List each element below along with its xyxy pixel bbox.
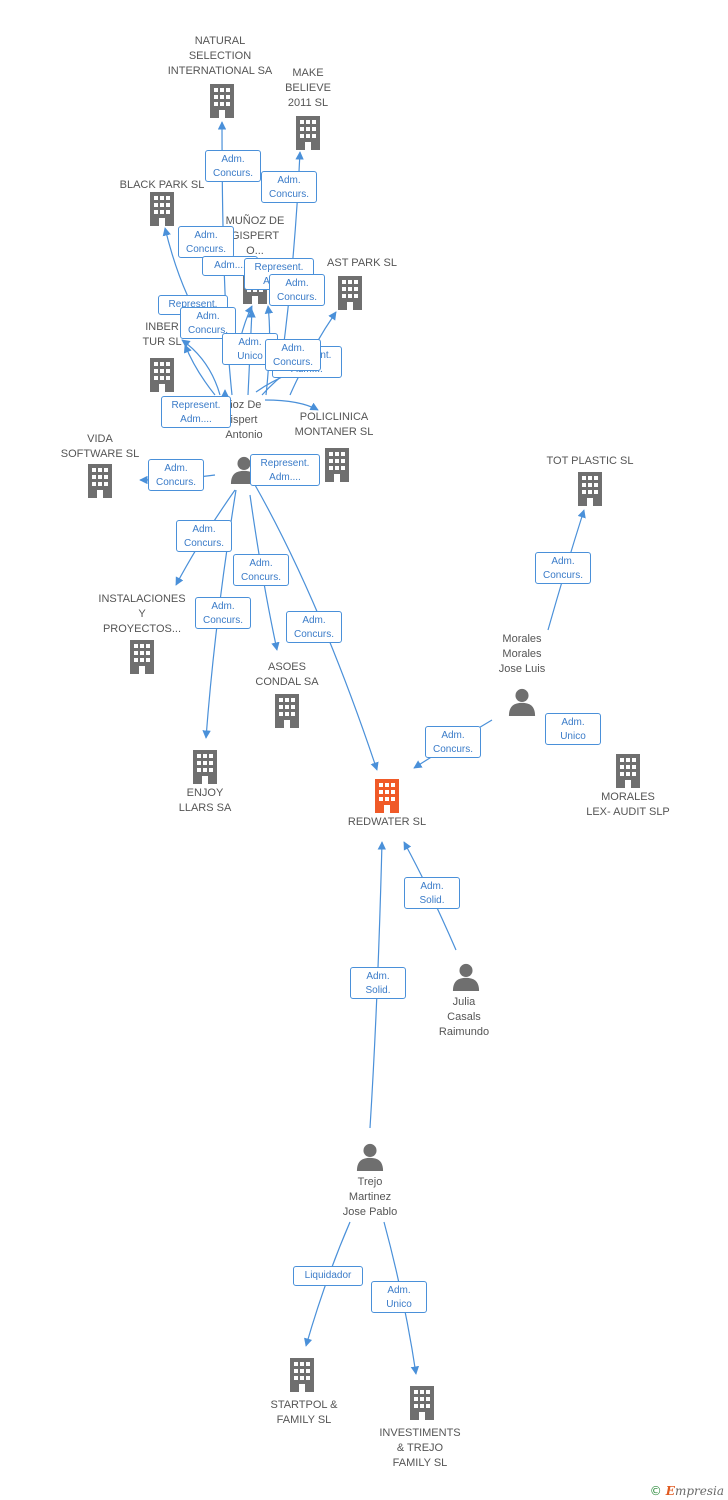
node-label-investments[interactable]: INVESTIMENTS & TREJO FAMILY SL <box>379 1427 461 1469</box>
node-label-startpol[interactable]: STARTPOL & FAMILY SL <box>270 1399 338 1426</box>
person-icon[interactable] <box>452 963 480 991</box>
node-label-munoz_co[interactable]: MUÑOZ DE GISPERT O... <box>225 215 285 257</box>
company-building-icon[interactable] <box>210 84 234 118</box>
node-label-asoes[interactable]: ASOES CONDAL SA <box>255 661 319 688</box>
company-building-icon[interactable] <box>88 464 112 498</box>
person-icon[interactable] <box>356 1143 384 1171</box>
edge-munoz_p-to-inber <box>183 344 216 396</box>
edge-label[interactable]: Adm. Unico <box>371 1281 427 1313</box>
node-label-trejo[interactable]: Trejo Martinez Jose Pablo <box>342 1176 398 1218</box>
company-building-icon[interactable] <box>296 116 320 150</box>
edge-label[interactable]: Adm. Unico <box>545 713 601 745</box>
node-label-inber[interactable]: INBER TUR SL <box>142 321 182 348</box>
edge-label[interactable]: Adm. Concurs. <box>176 520 232 552</box>
node-label-enjoy[interactable]: ENJOY LLARS SA <box>178 787 232 814</box>
edge-label[interactable]: Adm. Concurs. <box>269 274 325 306</box>
edge-label[interactable]: Liquidador <box>293 1266 363 1286</box>
node-label-policlinica[interactable]: POLICLINICA MONTANER SL <box>294 411 374 438</box>
edge-label[interactable]: Adm. Concurs. <box>286 611 342 643</box>
node-label-eastpark[interactable]: AST PARK SL <box>327 257 397 269</box>
company-building-icon[interactable] <box>410 1386 434 1420</box>
copyright-icon: © <box>649 1484 662 1498</box>
company-building-icon[interactable] <box>193 750 217 784</box>
edge-label[interactable]: Adm. Concurs. <box>148 459 204 491</box>
company-building-icon[interactable] <box>150 192 174 226</box>
company-building-icon[interactable] <box>338 276 362 310</box>
node-label-julia[interactable]: Julia Casals Raimundo <box>438 996 490 1038</box>
edge-label[interactable]: Adm. Concurs. <box>535 552 591 584</box>
company-building-icon[interactable] <box>578 472 602 506</box>
edge-label[interactable]: Adm. Concurs. <box>205 150 261 182</box>
company-building-icon[interactable] <box>275 694 299 728</box>
edge-label[interactable]: Represent. Adm.... <box>161 396 231 428</box>
node-label-natural[interactable]: NATURAL SELECTION INTERNATIONAL SA <box>167 35 273 77</box>
brand-name: mpresia <box>674 1484 724 1498</box>
edge-label[interactable]: Adm. Concurs. <box>178 226 234 258</box>
node-label-make[interactable]: MAKE BELIEVE 2011 SL <box>285 67 331 109</box>
edge-munoz_p-to-policlinica <box>264 399 319 411</box>
focus-company-icon[interactable] <box>375 779 399 813</box>
company-building-icon[interactable] <box>325 448 349 482</box>
edge-label[interactable]: Adm. Concurs. <box>195 597 251 629</box>
company-building-icon[interactable] <box>130 640 154 674</box>
node-label-moraleslex[interactable]: MORALES LEX- AUDIT SLP <box>586 791 670 818</box>
edge-label[interactable]: Adm. Concurs. <box>265 339 321 371</box>
company-building-icon[interactable] <box>290 1358 314 1392</box>
node-label-morales_p[interactable]: Morales Morales Jose Luis <box>498 633 546 675</box>
edge-label[interactable]: Adm. Solid. <box>350 967 406 999</box>
node-label-tot[interactable]: TOT PLASTIC SL <box>546 455 634 467</box>
company-building-icon[interactable] <box>616 754 640 788</box>
node-label-instalaciones[interactable]: INSTALACIONES Y PROYECTOS... <box>98 593 186 635</box>
edge-label[interactable]: Adm. Concurs. <box>233 554 289 586</box>
person-icon[interactable] <box>508 688 536 716</box>
empresia-brand[interactable]: ©Empresia <box>650 1484 724 1498</box>
edge-label[interactable]: Adm. Solid. <box>404 877 460 909</box>
node-label-redwater[interactable]: REDWATER SL <box>347 816 427 828</box>
brand-initial: E <box>665 1484 675 1498</box>
edge-munoz_p-to-inber <box>181 339 221 396</box>
edge-label[interactable]: Represent. Adm.... <box>250 454 320 486</box>
node-label-vida[interactable]: VIDA SOFTWARE SL <box>60 433 140 460</box>
node-label-black[interactable]: BLACK PARK SL <box>119 179 205 191</box>
node-label-munoz_p[interactable]: ñoz De ispert Antonio <box>225 399 263 441</box>
company-building-icon[interactable] <box>150 358 174 392</box>
edge-label[interactable]: Adm. Concurs. <box>261 171 317 203</box>
edge-label[interactable]: Adm. Concurs. <box>425 726 481 758</box>
